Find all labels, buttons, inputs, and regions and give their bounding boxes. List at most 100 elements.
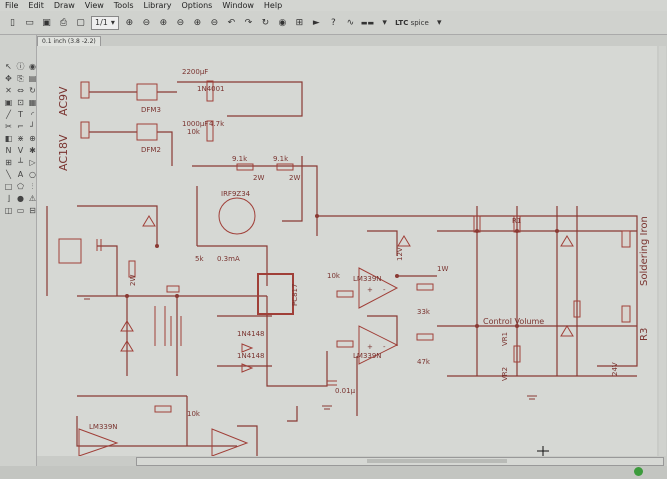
- wire-icon[interactable]: ┘: [30, 122, 35, 131]
- zoom-all-icon[interactable]: ⊖: [176, 17, 185, 28]
- zoom-in-icon[interactable]: ⊕: [125, 17, 134, 28]
- label-24v: 24V: [611, 362, 619, 376]
- attribute-icon[interactable]: ◫: [4, 206, 13, 215]
- label-vr1: VR1: [501, 332, 509, 346]
- delete-icon[interactable]: ✕: [5, 86, 12, 95]
- waveform-icon[interactable]: ∿: [346, 17, 355, 28]
- label-lm339-c: LM339N: [89, 423, 118, 431]
- redo-icon[interactable]: ↷: [244, 17, 253, 28]
- rect-tool-icon[interactable]: □: [4, 182, 13, 191]
- copy-icon[interactable]: ⎘: [17, 74, 24, 83]
- label-cap-1000: 1000µF: [182, 120, 208, 128]
- label-plus-b: +: [367, 343, 373, 351]
- label-r3: R3: [639, 328, 650, 341]
- bus-tool-icon[interactable]: ⫶: [31, 182, 34, 191]
- menu-options[interactable]: Options: [181, 1, 213, 10]
- horizontal-scrollbar[interactable]: [136, 457, 664, 466]
- info-icon[interactable]: ⓘ: [16, 62, 25, 71]
- menu-bar: File Edit Draw View Tools Library Option…: [0, 0, 667, 11]
- smash-icon[interactable]: ✱: [29, 146, 36, 155]
- chevron-down-icon[interactable]: ▾: [382, 17, 387, 28]
- chevron-down-icon[interactable]: ▾: [437, 17, 442, 28]
- new-file-icon[interactable]: ▯: [10, 17, 15, 28]
- label-res-10k: 10k: [187, 128, 201, 136]
- move-icon[interactable]: ✥: [5, 74, 12, 83]
- drc-icon[interactable]: ◧: [4, 134, 13, 143]
- refresh-icon[interactable]: ↻: [261, 17, 270, 28]
- print-icon[interactable]: ⎙: [59, 17, 68, 28]
- zoom-fit-icon[interactable]: ▢: [76, 17, 85, 28]
- menu-edit[interactable]: Edit: [28, 1, 44, 10]
- label-5k: 5k: [195, 255, 204, 263]
- label-control-volume: Control Volume: [483, 317, 544, 326]
- circle-tool-icon[interactable]: ○: [29, 170, 36, 179]
- label-10k-a: 10k: [187, 410, 201, 418]
- text-tool-icon[interactable]: T: [18, 110, 23, 119]
- zoom-out-icon[interactable]: ⊖: [142, 17, 151, 28]
- horizontal-scrollbar-thumb[interactable]: [367, 459, 507, 463]
- menu-library[interactable]: Library: [143, 1, 172, 10]
- label-2w-b: 2W: [289, 174, 300, 182]
- menu-file[interactable]: File: [5, 1, 19, 10]
- label-tool-icon[interactable]: A: [17, 170, 24, 179]
- zoom-icon[interactable]: ⊕: [29, 134, 36, 143]
- netlist-icon[interactable]: ⊞: [295, 17, 304, 28]
- miter-icon[interactable]: ⌐: [17, 122, 24, 131]
- menu-view[interactable]: View: [84, 1, 104, 10]
- save-icon[interactable]: ▣: [42, 17, 51, 28]
- label-ac9v: AC9V: [57, 86, 70, 116]
- schematic-canvas[interactable]: AC9V AC18V DFM3 DFM2 1N4001 2200µF 1000µ…: [37, 46, 657, 457]
- junction-icon[interactable]: ●: [17, 194, 24, 203]
- gate-icon[interactable]: ▷: [29, 158, 36, 167]
- undo-icon[interactable]: ↶: [227, 17, 236, 28]
- ratsnest-icon[interactable]: ⋇: [17, 134, 24, 143]
- design-link-logo[interactable]: ▬▬: [360, 18, 375, 27]
- open-icon[interactable]: ▭: [25, 17, 34, 28]
- menu-tools[interactable]: Tools: [113, 1, 134, 10]
- label-minus-a: -: [383, 286, 386, 294]
- status-indicator-icon[interactable]: [634, 467, 643, 476]
- rotate-icon[interactable]: ↻: [29, 86, 36, 95]
- select-tool-icon[interactable]: ↖: [5, 62, 12, 71]
- mirror-icon[interactable]: ⇔: [17, 86, 24, 95]
- polygon-tool-icon[interactable]: ⬠: [17, 182, 24, 191]
- pin-icon[interactable]: ┴: [18, 158, 23, 167]
- label-ac18v: AC18V: [57, 134, 70, 171]
- eye-icon[interactable]: ◉: [29, 62, 36, 71]
- zoom-previous-icon[interactable]: ⊖: [210, 17, 219, 28]
- wire-draw-icon[interactable]: ╲: [6, 170, 11, 179]
- menu-window[interactable]: Window: [222, 1, 254, 10]
- help-icon[interactable]: ?: [331, 17, 336, 28]
- label-lm339-a: LM339N: [353, 275, 382, 283]
- zoom-area-icon[interactable]: ⊕: [159, 17, 168, 28]
- globe-icon[interactable]: ◉: [278, 17, 287, 28]
- add-part-icon[interactable]: ⊞: [5, 158, 12, 167]
- vertical-scrollbar[interactable]: [659, 46, 666, 456]
- group-icon[interactable]: ▣: [4, 98, 13, 107]
- label-dfm3: DFM3: [141, 106, 161, 114]
- line-tool-icon[interactable]: ╱: [6, 110, 11, 119]
- toolbar: ▯ ▭ ▣ ⎙ ▢ 1/1▾ ⊕ ⊖ ⊕ ⊖ ⊕ ⊖ ↶ ↷ ↻ ◉ ⊞ ► ?…: [0, 11, 667, 35]
- label-2w-a: 2W: [253, 174, 264, 182]
- menu-help[interactable]: Help: [263, 1, 283, 10]
- frame-icon[interactable]: ▭: [16, 206, 25, 215]
- name-tool-icon[interactable]: N: [5, 146, 12, 155]
- split-icon[interactable]: ✂: [5, 122, 12, 131]
- label-cap-2200: 2200µF: [182, 68, 208, 76]
- label-10k-b: 10k: [327, 272, 341, 280]
- label-lm339-b: LM339N: [353, 352, 382, 360]
- arc-tool-icon[interactable]: ◜: [30, 110, 35, 119]
- label-r1: R1: [512, 217, 521, 225]
- page-selector[interactable]: 1/1▾: [91, 15, 119, 30]
- net-tool-icon[interactable]: ⌋: [6, 194, 11, 203]
- value-tool-icon[interactable]: V: [17, 146, 24, 155]
- dimension-icon[interactable]: ⊟: [29, 206, 36, 215]
- zoom-select-icon[interactable]: ⊕: [193, 17, 202, 28]
- run-icon[interactable]: ►: [312, 17, 320, 28]
- menu-draw[interactable]: Draw: [53, 1, 75, 10]
- paste-icon[interactable]: ▦: [28, 98, 37, 107]
- change-icon[interactable]: ⊡: [17, 98, 24, 107]
- ltspice-logo[interactable]: LTC spice: [395, 19, 429, 27]
- erc-icon[interactable]: ⚠: [28, 194, 37, 203]
- paste-icon[interactable]: ▤: [28, 74, 37, 83]
